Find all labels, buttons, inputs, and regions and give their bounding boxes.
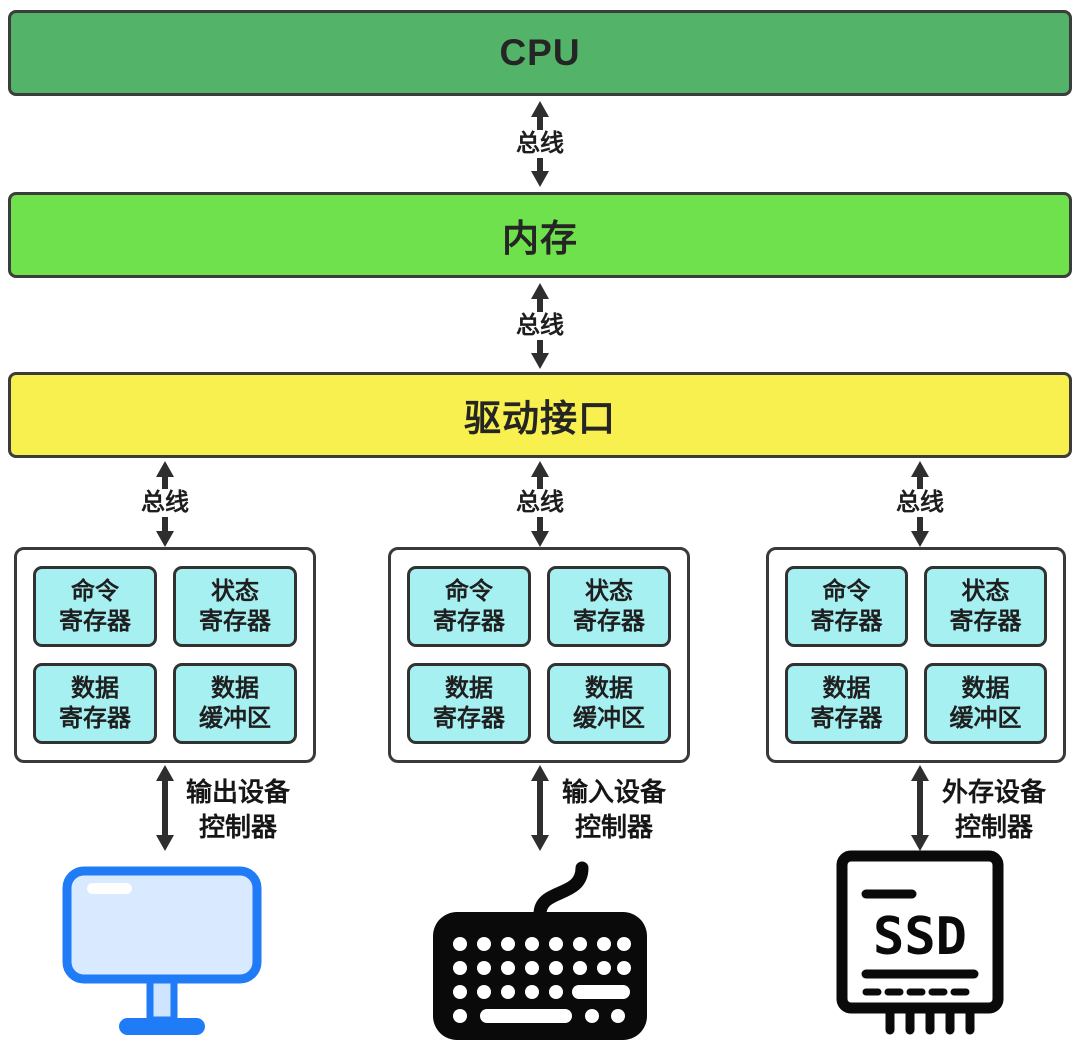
register-line: 寄存器 [949, 607, 1022, 635]
register-line: 缓冲区 [573, 704, 645, 732]
monitor-icon [62, 866, 262, 1035]
register-status: 状态 寄存器 [173, 566, 297, 647]
register-line: 寄存器 [59, 704, 131, 732]
register-line: 状态 [585, 577, 633, 605]
driver-interface-block: 驱动接口 [8, 372, 1072, 458]
bus-label-3: 总线 [137, 489, 193, 517]
register-line: 状态 [961, 577, 1010, 605]
bus-label-4: 总线 [512, 489, 568, 517]
register-status: 状态 寄存器 [924, 566, 1047, 647]
bus-label-5: 总线 [892, 489, 948, 517]
register-buffer: 数据 缓冲区 [173, 663, 297, 744]
cpu-label: CPU [499, 32, 581, 73]
register-line: 数据 [71, 674, 119, 702]
register-line: 缓冲区 [949, 704, 1022, 732]
device-arrow-output-icon [156, 765, 174, 851]
label-line: 控制器 [199, 812, 278, 843]
input-device-controller-label: 输入设备 控制器 [562, 775, 666, 845]
register-line: 寄存器 [433, 704, 505, 732]
register-line: 寄存器 [199, 607, 271, 635]
label-line: 控制器 [575, 812, 654, 843]
label-line: 输出设备 [186, 777, 291, 807]
memory-label: 内存 [502, 218, 578, 259]
register-line: 数据 [822, 674, 871, 702]
register-data: 数据 寄存器 [33, 663, 157, 744]
register-line: 寄存器 [59, 607, 131, 635]
register-line: 数据 [961, 674, 1010, 702]
register-status: 状态 寄存器 [547, 566, 671, 647]
register-command: 命令 寄存器 [785, 566, 908, 647]
bus-label-1: 总线 [512, 130, 568, 158]
register-line: 寄存器 [433, 607, 505, 635]
register-line: 缓冲区 [199, 704, 271, 732]
register-line: 寄存器 [810, 704, 883, 732]
register-line: 命令 [71, 577, 119, 605]
label-line: 控制器 [955, 812, 1034, 843]
label-line: 外存设备 [942, 777, 1047, 807]
register-line: 状态 [211, 577, 259, 605]
register-data: 数据 寄存器 [407, 663, 531, 744]
ssd-icon: SSD [836, 850, 1004, 1035]
register-command: 命令 寄存器 [407, 566, 531, 647]
ssd-text: SSD [873, 907, 967, 967]
device-arrow-storage-icon [911, 765, 929, 851]
register-line: 寄存器 [573, 607, 645, 635]
register-command: 命令 寄存器 [33, 566, 157, 647]
label-line: 输入设备 [562, 777, 667, 807]
output-device-controller-label: 输出设备 控制器 [186, 775, 290, 845]
register-line: 命令 [822, 577, 871, 605]
device-arrow-input-icon [531, 765, 549, 851]
register-line: 数据 [211, 674, 259, 702]
cpu-block: CPU [8, 10, 1072, 96]
controller-box-input: 命令 寄存器 状态 寄存器 数据 寄存器 数据 缓冲区 [388, 547, 690, 763]
register-line: 寄存器 [810, 607, 883, 635]
keyboard-icon [433, 861, 647, 1040]
bus-label-2: 总线 [512, 312, 568, 340]
register-line: 数据 [445, 674, 493, 702]
memory-block: 内存 [8, 192, 1072, 278]
register-data: 数据 寄存器 [785, 663, 908, 744]
register-line: 命令 [445, 577, 493, 605]
storage-device-controller-label: 外存设备 控制器 [942, 775, 1046, 845]
register-buffer: 数据 缓冲区 [547, 663, 671, 744]
driver-interface-label: 驱动接口 [464, 398, 616, 439]
register-buffer: 数据 缓冲区 [924, 663, 1047, 744]
controller-box-storage: 命令 寄存器 状态 寄存器 数据 寄存器 数据 缓冲区 [766, 547, 1066, 763]
controller-box-output: 命令 寄存器 状态 寄存器 数据 寄存器 数据 缓冲区 [14, 547, 316, 763]
register-line: 数据 [585, 674, 633, 702]
